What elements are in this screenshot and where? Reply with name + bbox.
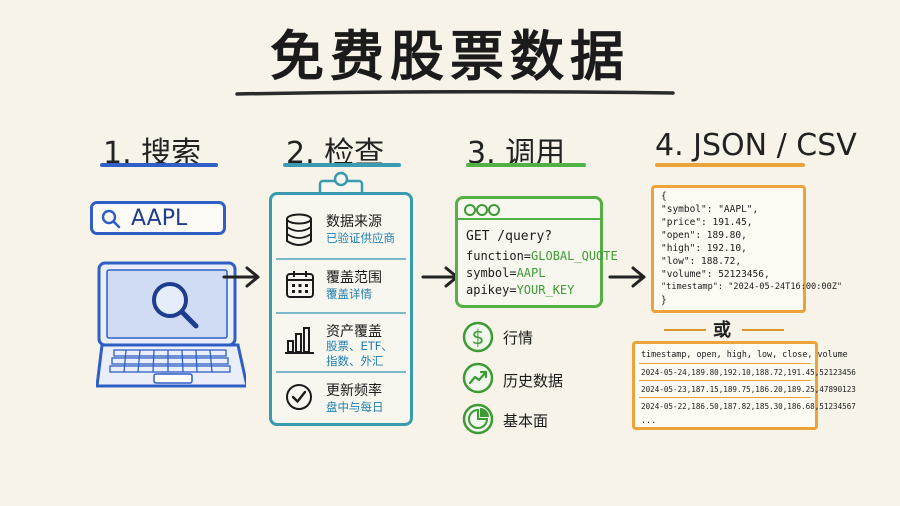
step-3-underline bbox=[466, 163, 586, 167]
laptop-icon bbox=[96, 261, 246, 388]
json-line: "timestamp": "2024-05-24T16:00:00Z" bbox=[661, 282, 843, 292]
checklist-item-title: 更新频率 bbox=[326, 383, 382, 399]
window-dot-icon bbox=[476, 204, 488, 216]
json-line: } bbox=[661, 295, 667, 306]
search-icon bbox=[101, 209, 121, 229]
pie-icon bbox=[462, 403, 494, 435]
api-request-window: GET /query? function=GLOBAL_QUOTE symbol… bbox=[455, 196, 618, 308]
window-header-line bbox=[458, 218, 600, 220]
search-query: AAPL bbox=[131, 206, 188, 231]
dollar-icon: $ bbox=[462, 321, 494, 353]
calendar-icon bbox=[286, 271, 314, 298]
csv-row: 2024-05-22,186.50,187.82,185.30,186.68,5… bbox=[641, 402, 856, 411]
api-line-symbol: symbol=AAPL bbox=[466, 266, 546, 280]
checklist-item-sub: 覆盖详情 bbox=[326, 287, 372, 301]
csv-row: 2024-05-23,187.15,189.75,186.20,189.25,4… bbox=[641, 385, 856, 394]
json-line: "open": 189.80, bbox=[661, 230, 747, 241]
csv-divider bbox=[639, 363, 811, 364]
title-underline bbox=[235, 90, 675, 96]
or-label: 或 bbox=[713, 320, 731, 341]
api-line-function: function=GLOBAL_QUOTE bbox=[466, 249, 618, 263]
window-dot-icon bbox=[464, 204, 476, 216]
csv-row: 2024-05-24,189.80,192.10,188.72,191.45,5… bbox=[641, 368, 856, 377]
checklist-item-sub: 股票、ETF、 指数、外汇 bbox=[326, 339, 393, 368]
csv-output-box: timestamp, open, high, low, close, volum… bbox=[632, 341, 856, 430]
checklist-item: 更新频率 盘中与每日 bbox=[272, 378, 410, 424]
json-line: "high": 192.10, bbox=[661, 243, 747, 254]
checklist-item: 资产覆盖 股票、ETF、 指数、外汇 bbox=[272, 319, 410, 373]
checklist-item-title: 数据来源 bbox=[326, 214, 382, 230]
csv-divider bbox=[639, 380, 811, 381]
step-4-title: 4. JSON / CSV bbox=[655, 128, 857, 163]
trend-icon bbox=[462, 362, 494, 394]
checklist-item-sub: 已验证供应商 bbox=[326, 231, 395, 245]
csv-divider bbox=[639, 397, 811, 398]
api-line-method: GET /query? bbox=[466, 229, 553, 244]
or-line-right bbox=[742, 329, 784, 331]
database-icon bbox=[286, 213, 312, 246]
search-input[interactable]: AAPL bbox=[90, 201, 226, 235]
csv-header: timestamp, open, high, low, close, volum… bbox=[641, 349, 848, 359]
window-dot-icon bbox=[488, 204, 500, 216]
step-4-underline bbox=[655, 163, 805, 167]
api-line-apikey: apikey=YOUR_KEY bbox=[466, 283, 575, 297]
arrow-right-icon bbox=[608, 266, 646, 288]
json-line: "volume": 52123456, bbox=[661, 269, 770, 280]
divider bbox=[276, 258, 406, 260]
json-line: "price": 191.45, bbox=[661, 217, 753, 228]
page-title: 免费股票数据 bbox=[270, 25, 630, 88]
checklist-card: 数据来源 已验证供应商 覆盖范围 覆盖详情 资产覆盖 股票、ETF、 指数、外汇 bbox=[269, 192, 413, 426]
json-output-box: { "symbol": "AAPL", "price": 191.45, "op… bbox=[651, 185, 842, 313]
step-1-underline bbox=[100, 163, 218, 167]
clipboard-clip-icon bbox=[318, 171, 364, 197]
check-circle-icon bbox=[286, 384, 312, 410]
feature-label: 基本面 bbox=[503, 412, 549, 430]
or-line-left bbox=[664, 329, 706, 331]
json-line: "symbol": "AAPL", bbox=[661, 204, 759, 215]
arrow-right-icon bbox=[222, 266, 260, 288]
checklist-item: 覆盖范围 覆盖详情 bbox=[272, 265, 410, 315]
divider bbox=[276, 312, 406, 314]
checklist-item-sub: 盘中与每日 bbox=[326, 400, 384, 414]
json-line: "low": 188.72, bbox=[661, 256, 742, 267]
checklist-item-title: 资产覆盖 bbox=[326, 324, 382, 340]
bar-chart-icon bbox=[285, 327, 314, 354]
divider bbox=[276, 371, 406, 373]
checklist-item: 数据来源 已验证供应商 bbox=[272, 209, 410, 259]
checklist-item-title: 覆盖范围 bbox=[326, 270, 382, 286]
feature-label: 历史数据 bbox=[503, 372, 564, 390]
feature-label: 行情 bbox=[503, 329, 534, 347]
json-line: { bbox=[661, 191, 667, 202]
svg-text:$: $ bbox=[472, 325, 485, 349]
csv-row: ... bbox=[641, 415, 657, 425]
step-2-underline bbox=[283, 163, 401, 167]
